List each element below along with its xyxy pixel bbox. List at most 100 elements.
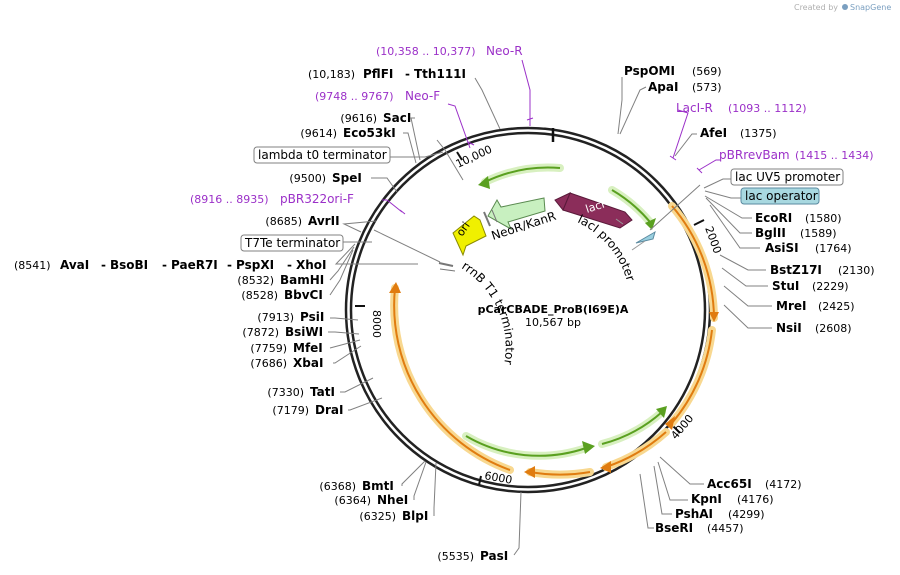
primer-leaders	[382, 59, 720, 215]
green-arcs	[462, 163, 667, 460]
enzyme-name: PsiI	[300, 310, 324, 324]
separator-dash: -	[162, 258, 167, 272]
arrow-head-icon	[665, 416, 675, 430]
feature-box	[253, 146, 391, 164]
enzyme-name: BglII	[755, 226, 786, 240]
enzyme-pos: (7179)	[272, 404, 309, 417]
primer-name: Neo-R	[486, 44, 523, 58]
enzyme-name: BsiWI	[285, 325, 323, 339]
enzyme-name: PspOMI	[624, 64, 675, 78]
enzyme-pos: (573)	[692, 81, 722, 94]
enzyme-name: ApaI	[648, 80, 678, 94]
orange-arcs	[389, 202, 719, 479]
enzyme-name: MfeI	[293, 341, 323, 355]
enzyme-name: XbaI	[293, 356, 323, 370]
enzyme-pos: (7330)	[267, 386, 304, 399]
laci-feature: lacI	[554, 192, 633, 229]
enzyme-pos: (7872)	[242, 326, 279, 339]
arrow-head-icon	[524, 466, 535, 478]
enzyme-pos: (7686)	[250, 357, 287, 370]
neor-feature	[487, 197, 546, 231]
enzyme-pos: (9500)	[289, 172, 326, 185]
separator-dash: -	[101, 258, 106, 272]
map-length: 10,567 bp	[525, 316, 581, 329]
enzyme-name: PflFI	[363, 67, 393, 81]
enzyme-name: AsiSI	[765, 241, 799, 255]
enzyme-name: PspXI	[236, 258, 274, 272]
enzyme-pos: (8528)	[241, 289, 278, 302]
enzyme-pos: (7759)	[250, 342, 287, 355]
enzyme-name: MreI	[776, 299, 806, 313]
separator-dash: -	[227, 258, 232, 272]
enzyme-name: BlpI	[402, 509, 428, 523]
tick-label-2000: 2000	[702, 225, 724, 256]
enzyme-pos: (8532)	[237, 274, 274, 287]
feature-box-label: lac operator	[745, 189, 818, 203]
arrow-head-icon	[656, 406, 667, 418]
separator-dash: -	[405, 67, 410, 81]
enzyme-name: SpeI	[332, 171, 362, 185]
enzyme-name: PasI	[480, 549, 508, 563]
enzyme-pos: (8685)	[265, 215, 302, 228]
enzyme-pos: (4176)	[737, 493, 774, 506]
tick-label-6000: 6000	[483, 469, 513, 487]
tick-mark	[693, 219, 705, 226]
enzyme-name: AfeI	[700, 126, 727, 140]
enzyme-pos: (2608)	[815, 322, 852, 335]
snapgene-logo-icon	[842, 4, 848, 10]
enzyme-name: AvaI	[60, 258, 89, 272]
backbone-inner	[349, 131, 707, 489]
credit-prefix: Created by	[794, 3, 838, 12]
enzyme-name: Acc65I	[707, 477, 752, 491]
enzyme-name: XhoI	[296, 258, 327, 272]
map-title: pCarCBADE_ProB(I69E)A	[478, 303, 629, 316]
enzyme-name: StuI	[772, 279, 799, 293]
primer-range: (9748 .. 9767)	[315, 90, 394, 103]
enzyme-pos: (569)	[692, 65, 722, 78]
enzyme-name: BmtI	[362, 479, 394, 493]
arrow-head-icon	[389, 282, 401, 293]
ori-feature: ori	[452, 215, 487, 257]
enzyme-name: PshAI	[675, 507, 713, 521]
enzyme-name: KpnI	[691, 492, 722, 506]
tick-label-8000: 8000	[370, 310, 383, 338]
enzyme-pos: (4457)	[707, 522, 744, 535]
primer-range: (1093 .. 1112)	[728, 102, 807, 115]
enzyme-pos: (5535)	[437, 550, 474, 563]
enzyme-labels-left: (5535) PasI (6325) BlpI (6364) NheI (636…	[237, 111, 508, 563]
enzyme-name: BseRI	[655, 521, 693, 535]
enzyme-pos: (4172)	[765, 478, 802, 491]
arrow-head-icon	[645, 218, 656, 230]
laci-label: lacI	[584, 198, 606, 216]
arrow-head-icon	[600, 461, 611, 473]
credit-brand: SnapGene	[850, 3, 891, 12]
tick-mark	[672, 425, 681, 434]
leader-lines	[328, 77, 772, 556]
enzyme-name: SacI	[383, 111, 411, 125]
enzyme-pos: (6368)	[319, 480, 356, 493]
enzyme-pos: (1375)	[740, 127, 777, 140]
enzyme-name: PaeR7I	[171, 258, 218, 272]
feature-box	[240, 234, 344, 252]
enzyme-name: BamHI	[280, 273, 324, 287]
primer-range: (1415 .. 1434)	[795, 149, 874, 162]
enzyme-pos: (9616)	[340, 112, 377, 125]
enzyme-pos: (1764)	[815, 242, 852, 255]
enzyme-multi-row: (8541) AvaI - BsoBI - PaeR7I - PspXI - X…	[14, 258, 327, 272]
enzyme-name: NsiI	[776, 321, 802, 335]
feature-box-label: T7Te terminator	[244, 236, 340, 250]
arrow-head-icon	[478, 176, 490, 189]
enzyme-pos: (7913)	[257, 311, 294, 324]
enzyme-pos: (8541)	[14, 259, 51, 272]
feature-box	[730, 168, 844, 186]
arrow-head-icon	[582, 441, 595, 454]
enzyme-pos: (10,183)	[308, 68, 355, 81]
enzyme-pos: (6325)	[359, 510, 396, 523]
enzyme-pos: (2130)	[838, 264, 875, 277]
tick-mark	[456, 151, 463, 161]
tick-mark	[478, 475, 482, 486]
primer-name: LacI-R	[676, 101, 713, 115]
enzyme-pos: (1580)	[805, 212, 842, 225]
enzyme-name: EcoRI	[755, 211, 792, 225]
